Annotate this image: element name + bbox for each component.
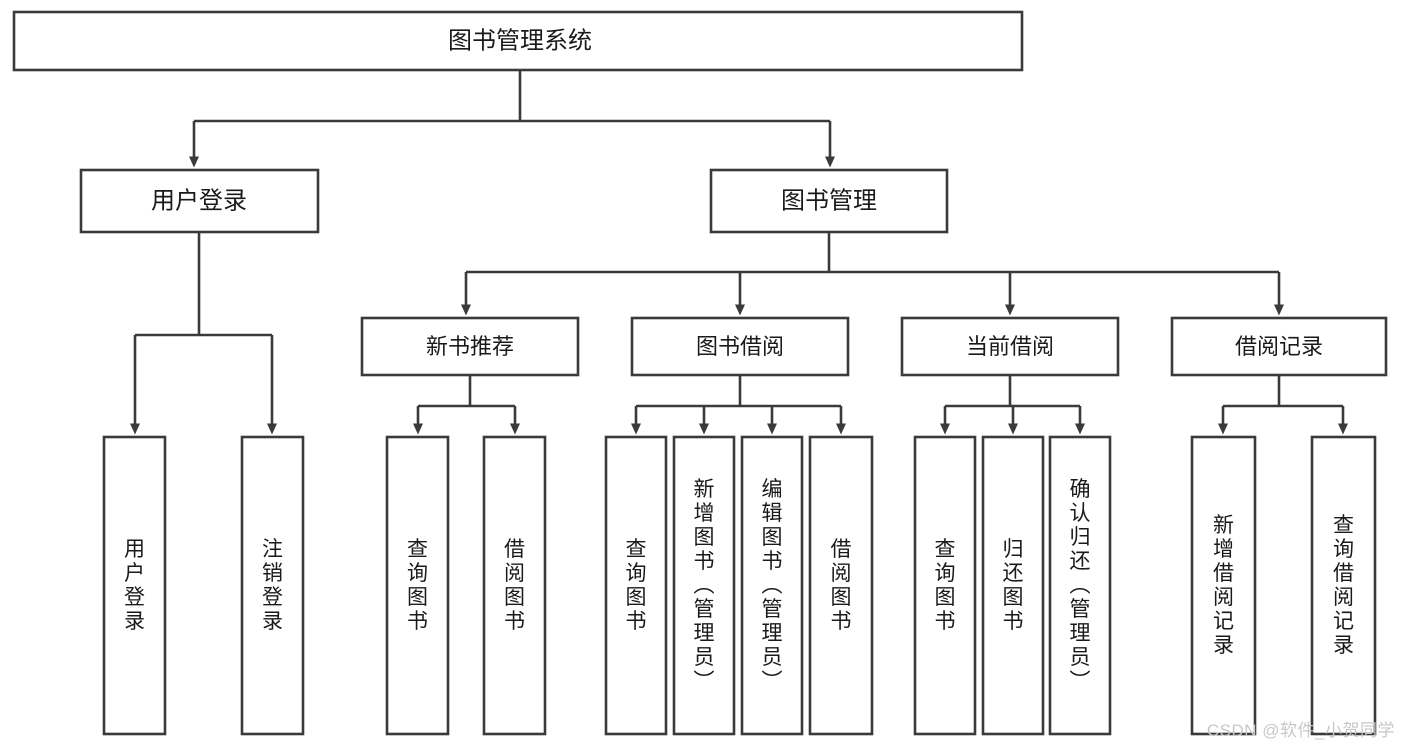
node-new-book-recommend[interactable]: 新书推荐 [360,316,580,377]
edge-group-current-borrow-to-leaves [940,375,1085,435]
leaf-node-label: 新增图书︵管理员︶ [694,478,715,693]
leaf-node[interactable]: 注销登录 [240,435,305,736]
node-borrow-record-label: 借阅记录 [1235,334,1323,359]
leaf-node[interactable]: 借阅图书 [482,435,547,736]
leaf-node-label: 查询图书 [626,538,647,633]
leaf-node-box[interactable] [740,435,804,736]
node-current-borrow-box[interactable] [900,316,1120,377]
leaf-node-box[interactable] [604,435,668,736]
leaf-node[interactable]: 用户登录 [102,435,167,736]
node-root-box[interactable] [12,10,1024,72]
leaf-node-box[interactable] [1190,435,1257,736]
leaf-node[interactable]: 借阅图书 [808,435,874,736]
node-new-book-recommend-box[interactable] [360,316,580,377]
leaf-node-box[interactable] [102,435,167,736]
node-book-borrow-label: 图书借阅 [696,334,784,359]
leaf-node-box[interactable] [385,435,450,736]
node-book-management[interactable]: 图书管理 [709,168,949,234]
leaf-node[interactable]: 确认归还︵管理员︶ [1048,435,1112,736]
node-root-label: 图书管理系统 [448,27,592,54]
leaf-node[interactable]: 查询图书 [913,435,977,736]
leaf-node-label: 借阅图书 [504,538,525,633]
leaf-node-box[interactable] [981,435,1045,736]
leaf-node-layer: 用户登录 注销登录 查询图书 借阅图书 查询图书 新增图书︵管理员︶ 编辑图书︵管理员︶ 借阅… [102,435,1377,736]
leaf-node-label: 注销登录 [262,538,283,633]
node-book-management-label: 图书管理 [781,187,877,214]
leaf-node-label: 借阅图书 [831,538,852,633]
node-borrow-record[interactable]: 借阅记录 [1170,316,1388,377]
leaf-node[interactable]: 编辑图书︵管理员︶ [740,435,804,736]
leaf-node-label: 新增借阅记录 [1213,514,1234,657]
node-book-borrow[interactable]: 图书借阅 [630,316,850,377]
node-book-borrow-box[interactable] [630,316,850,377]
edge-group-new-book-recommend-to-leaves [413,375,520,435]
leaf-node-label: 用户登录 [124,538,145,633]
leaf-node-label: 编辑图书︵管理员︶ [762,478,783,693]
leaf-node[interactable]: 归还图书 [981,435,1045,736]
edge-group-user-login-to-leaves [130,232,277,435]
leaf-node-label: 确认归还︵管理员︶ [1070,478,1091,693]
leaf-node-label: 查询图书 [935,538,956,633]
leaf-node-box[interactable] [1310,435,1377,736]
leaf-node-box[interactable] [672,435,736,736]
leaf-node[interactable]: 新增图书︵管理员︶ [672,435,736,736]
edge-group-borrow-record-to-leaves [1218,375,1348,435]
edge-group-book-borrow-to-leaves [631,375,846,435]
node-user-login-box[interactable] [79,168,320,234]
node-root[interactable]: 图书管理系统 [12,10,1024,72]
leaf-node-box[interactable] [1048,435,1112,736]
leaf-node-label: 查询借阅记录 [1333,514,1354,657]
leaf-node-label: 归还图书 [1003,538,1024,633]
leaf-node[interactable]: 查询图书 [604,435,668,736]
node-current-borrow[interactable]: 当前借阅 [900,316,1120,377]
leaf-node[interactable]: 新增借阅记录 [1190,435,1257,736]
node-borrow-record-box[interactable] [1170,316,1388,377]
node-book-management-box[interactable] [709,168,949,234]
leaf-node[interactable]: 查询借阅记录 [1310,435,1377,736]
edge-group-root-to-level2 [189,70,835,168]
node-user-login-label: 用户登录 [151,187,247,214]
node-new-book-recommend-label: 新书推荐 [426,334,514,359]
leaf-node-box[interactable] [240,435,305,736]
edge-group-book-management-to-level3 [461,232,1284,316]
node-user-login[interactable]: 用户登录 [79,168,320,234]
leaf-node-label: 查询图书 [407,538,428,633]
leaf-node-box[interactable] [913,435,977,736]
leaf-node-box[interactable] [808,435,874,736]
node-current-borrow-label: 当前借阅 [966,334,1054,359]
leaf-node-box[interactable] [482,435,547,736]
leaf-node[interactable]: 查询图书 [385,435,450,736]
